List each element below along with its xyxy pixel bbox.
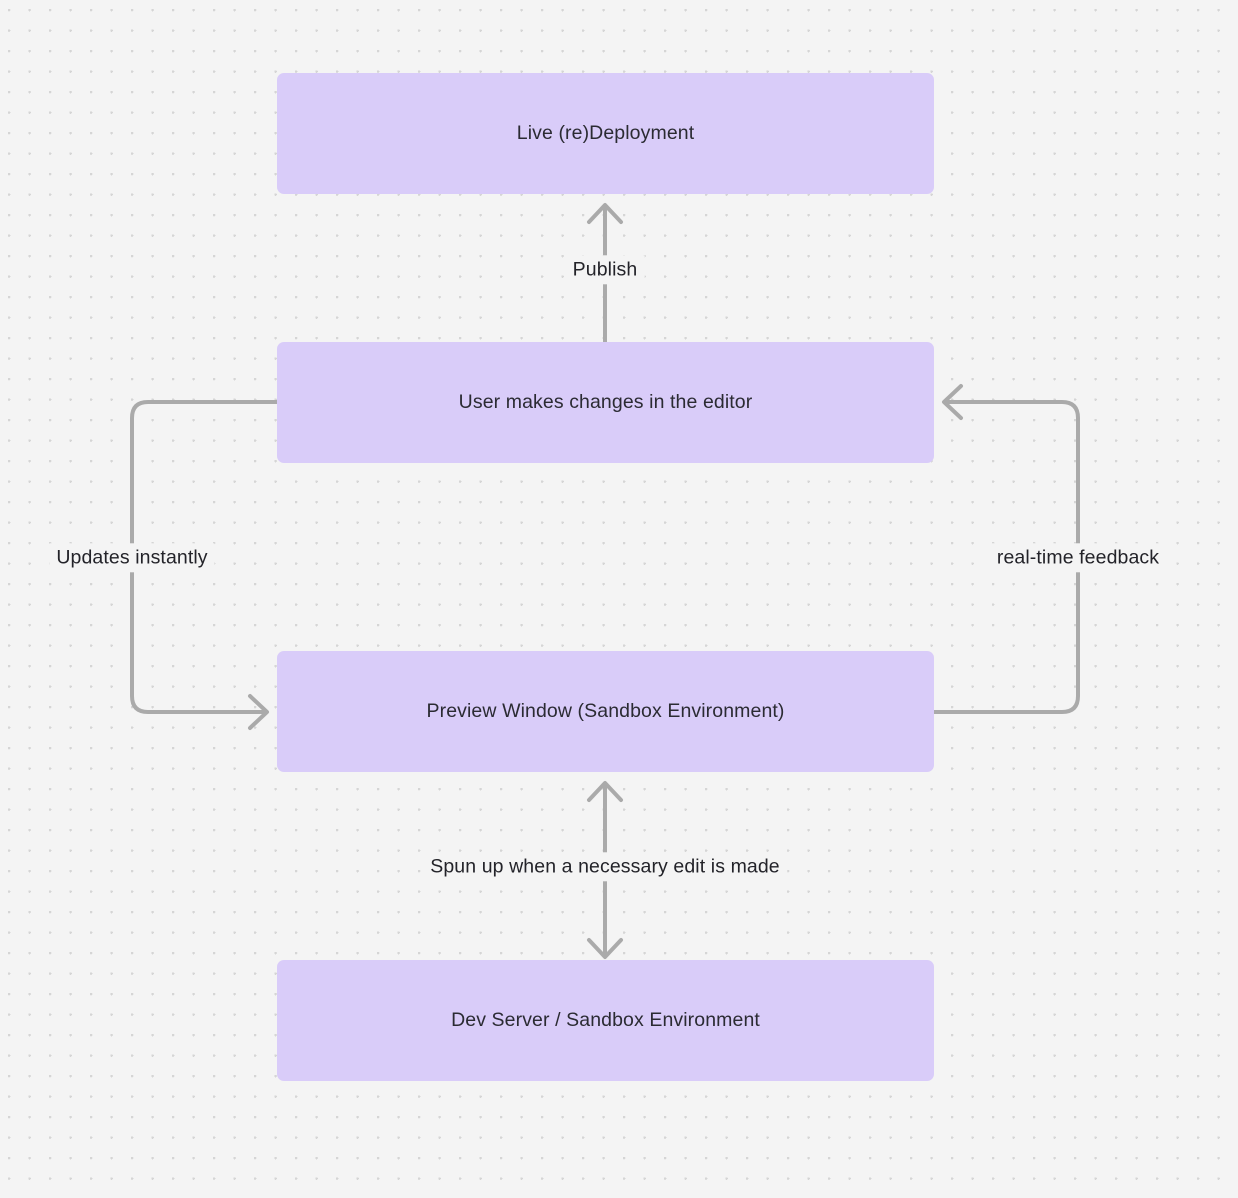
edge-label-publish[interactable]: Publish — [565, 255, 645, 285]
edge-label-spin-up[interactable]: Spun up when a necessary edit is made — [423, 852, 787, 882]
node-label: User makes changes in the editor — [458, 391, 753, 414]
node-preview-window[interactable]: Preview Window (Sandbox Environment) — [277, 651, 934, 772]
edge-label-real-time-feedback[interactable]: real-time feedback — [989, 543, 1167, 573]
node-label: Live (re)Deployment — [516, 122, 695, 145]
node-label: Dev Server / Sandbox Environment — [451, 1009, 760, 1032]
node-live-deployment[interactable]: Live (re)Deployment — [277, 73, 934, 194]
node-dev-server[interactable]: Dev Server / Sandbox Environment — [277, 960, 934, 1081]
edge-label-updates-instantly[interactable]: Updates instantly — [49, 543, 215, 573]
node-label: Preview Window (Sandbox Environment) — [426, 700, 785, 723]
node-user-edits[interactable]: User makes changes in the editor — [277, 342, 934, 463]
